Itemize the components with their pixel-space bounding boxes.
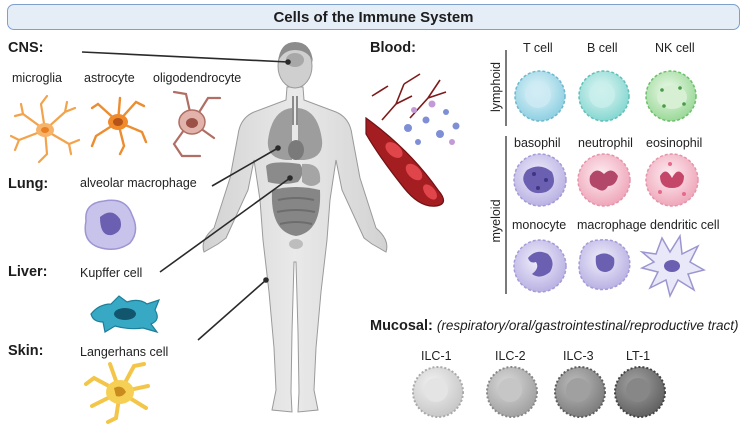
neutrophil-cell — [577, 153, 631, 207]
mucosal-label: Mucosal: — [370, 318, 433, 334]
blood-heading: Blood: — [370, 40, 416, 56]
mucosal-note: (respiratory/oral/gastrointestinal/repro… — [436, 318, 739, 333]
cns-heading: CNS: — [8, 40, 44, 56]
monocyte-cell — [513, 239, 567, 293]
alveolar-macrophage-label: alveolar macrophage — [80, 176, 197, 190]
microglia-label: microglia — [12, 71, 63, 85]
brain-organ — [286, 53, 304, 67]
nk-cell-label: NK cell — [655, 41, 695, 55]
ilc-1-label: ILC-1 — [421, 349, 452, 363]
ilc-3-label: ILC-3 — [563, 349, 594, 363]
ilc-1-cell — [412, 366, 464, 418]
ilc-2-label: ILC-2 — [495, 349, 526, 363]
kupffer-cell-label: Kupffer cell — [80, 266, 143, 280]
ilc-3-cell — [554, 366, 606, 418]
macrophage-label: macrophage — [577, 218, 647, 232]
lymphoid-label: lymphoid — [489, 61, 503, 113]
liver-leader-line — [159, 177, 291, 273]
oligodendrocyte-cell — [172, 90, 222, 158]
eosinophil-label: eosinophil — [646, 136, 703, 150]
human-body-figure — [202, 42, 388, 413]
skin-heading: Skin: — [8, 343, 44, 359]
b-cell-label: B cell — [587, 41, 618, 55]
macrophage-cell — [578, 239, 631, 291]
b-cell — [578, 70, 630, 122]
ilc-2-cell — [486, 366, 538, 418]
cns-leader-line — [81, 51, 289, 63]
basophil-cell — [513, 153, 567, 207]
monocyte-label: monocyte — [512, 218, 567, 232]
dendritic-cell-label: dendritic cell — [650, 218, 720, 232]
myeloid-label: myeloid — [489, 199, 503, 243]
title-banner: Cells of the Immune System — [7, 4, 740, 30]
diagram-title: Cells of the Immune System — [273, 8, 474, 26]
oligodendrocyte-label: oligodendrocyte — [153, 71, 242, 85]
neutrophil-label: neutrophil — [578, 136, 633, 150]
lt-1-label: LT-1 — [626, 349, 651, 363]
basophil-label: basophil — [514, 136, 561, 150]
kupffer-cell — [90, 295, 161, 334]
leader-lines — [81, 51, 291, 341]
lung-leader-line — [211, 147, 279, 187]
alveolar-macrophage-cell — [84, 199, 137, 250]
liver-organ — [266, 162, 303, 184]
astrocyte-label: astrocyte — [84, 71, 135, 85]
lung-heading: Lung: — [8, 176, 49, 192]
heart-organ — [288, 140, 304, 160]
blood-vessel-illustration — [365, 73, 460, 207]
microglia-cell — [9, 94, 81, 164]
dendritic-cell — [639, 233, 706, 299]
liver-heading: Liver: — [8, 264, 48, 280]
astrocyte-cell — [90, 96, 148, 156]
nk-cell — [645, 70, 697, 122]
lt-1-cell — [614, 366, 666, 418]
t-cell — [514, 70, 566, 122]
eosinophil-cell — [645, 153, 699, 207]
langerhans-cell — [84, 362, 150, 424]
t-cell-label: T cell — [523, 41, 553, 55]
skin-leader-line — [197, 279, 267, 341]
langerhans-cell-label: Langerhans cell — [80, 345, 169, 359]
mucosal-heading: Mucosal: (respiratory/oral/gastrointesti… — [370, 318, 739, 334]
lung-organ — [267, 108, 292, 160]
